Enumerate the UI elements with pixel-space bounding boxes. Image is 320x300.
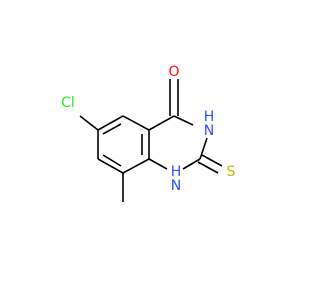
bond-n3-c2 <box>199 137 208 160</box>
nh-top-hydrogen-label: H <box>204 109 215 125</box>
bond-c4a-c4 <box>148 115 175 131</box>
canvas-background <box>0 0 300 300</box>
bond-c4a-c5 <box>122 115 150 131</box>
bond-c2-n1 <box>182 158 201 170</box>
bond-c6-cl <box>79 115 99 131</box>
atom-labels: O H N H N S Cl <box>61 64 235 194</box>
bond-c8-c8a <box>122 158 150 174</box>
oxygen-atom-label: O <box>168 64 179 80</box>
nitrogen-bottom-label: N <box>171 178 181 194</box>
nh-bottom-hydrogen-label: H <box>171 164 182 180</box>
bond-c7-c8-inner <box>102 154 122 167</box>
sulfur-atom-label: S <box>227 164 236 180</box>
bond-c5-c6 <box>97 115 124 131</box>
bond-c2-s-double-a <box>201 154 223 167</box>
bond-c4-n3 <box>173 115 194 126</box>
bond-c5-c6-inner <box>102 123 122 135</box>
molecule-diagram: O H N H N S Cl <box>0 0 300 300</box>
bond-n1-c8a <box>148 158 168 170</box>
nitrogen-top-label: N <box>204 123 214 139</box>
bonds <box>79 79 223 202</box>
bond-c7-c8 <box>97 158 124 174</box>
bond-c2-s-double-b <box>197 161 219 174</box>
chlorine-atom-label: Cl <box>61 95 75 111</box>
